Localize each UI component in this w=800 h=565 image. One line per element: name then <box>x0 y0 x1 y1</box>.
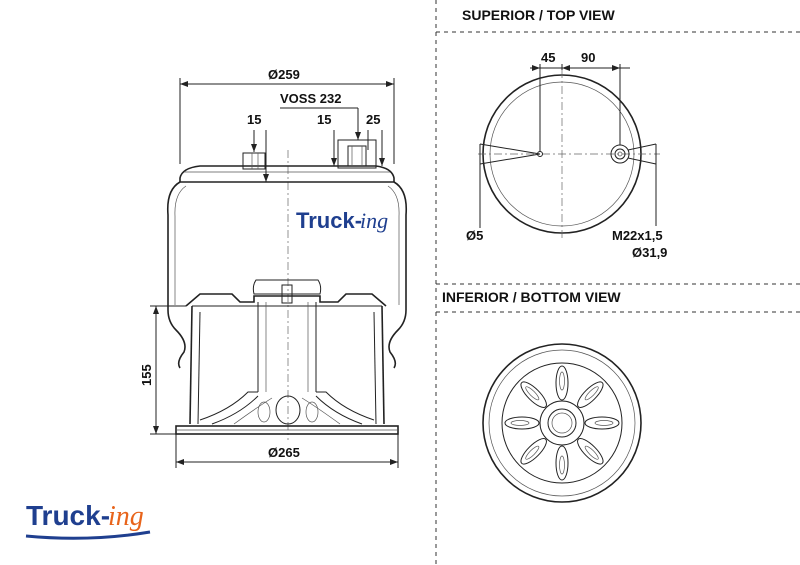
bottom-view-title: INFERIOR / BOTTOM VIEW <box>442 289 621 305</box>
brand-logo: Truck- ing <box>25 500 151 540</box>
dim-hole-diameter: Ø5 <box>466 228 483 243</box>
bottom-view <box>482 343 642 503</box>
watermark-main-text: Truck- <box>296 208 362 233</box>
bottom-rib <box>555 365 569 401</box>
bottom-rib <box>584 416 620 430</box>
dim-top-diameter: Ø259 <box>268 67 300 82</box>
dim-offset-90: 90 <box>581 50 595 65</box>
bottom-rib <box>520 381 547 408</box>
watermark-script-text: ing <box>360 208 388 233</box>
bottom-rib <box>504 416 540 430</box>
dim-offset-right: 25 <box>366 112 380 127</box>
bottom-ribs <box>504 365 620 481</box>
bottom-rib-inner <box>559 371 565 391</box>
dim-offset-mid: 15 <box>317 112 331 127</box>
bottom-rib <box>577 438 604 465</box>
layout-dividers <box>435 0 800 565</box>
top-view-title: SUPERIOR / TOP VIEW <box>462 7 616 23</box>
bottom-rib <box>555 445 569 481</box>
side-view: Ø259 VOSS 232 15 15 25 155 Ø26 <box>139 67 408 468</box>
bottom-rib <box>577 381 604 408</box>
logo-main-text: Truck- <box>26 500 110 531</box>
dim-connector-label: VOSS 232 <box>280 91 341 106</box>
bottom-rib-inner <box>594 420 614 426</box>
bottom-rib-inner <box>510 420 530 426</box>
side-view-watermark: Truck- ing <box>296 208 388 233</box>
dim-offset-45: 45 <box>541 50 555 65</box>
bottom-rib-inner <box>584 386 599 401</box>
bottom-rib-inner <box>559 455 565 475</box>
bottom-rib-inner <box>525 386 540 401</box>
dim-thread: M22x1,5 <box>612 228 663 243</box>
bottom-rib-inner <box>525 445 540 460</box>
dim-height: 155 <box>139 364 154 386</box>
bottom-rib-inner <box>584 445 599 460</box>
logo-swoosh <box>25 530 151 540</box>
bottom-rib <box>520 438 547 465</box>
top-view: 45 90 Ø5 M22x1,5 Ø31,9 <box>466 50 667 260</box>
dim-offset-left: 15 <box>247 112 261 127</box>
dim-base-diameter: Ø265 <box>268 445 300 460</box>
dim-port-diameter: Ø31,9 <box>632 245 667 260</box>
logo-script-text: ing <box>108 501 144 532</box>
